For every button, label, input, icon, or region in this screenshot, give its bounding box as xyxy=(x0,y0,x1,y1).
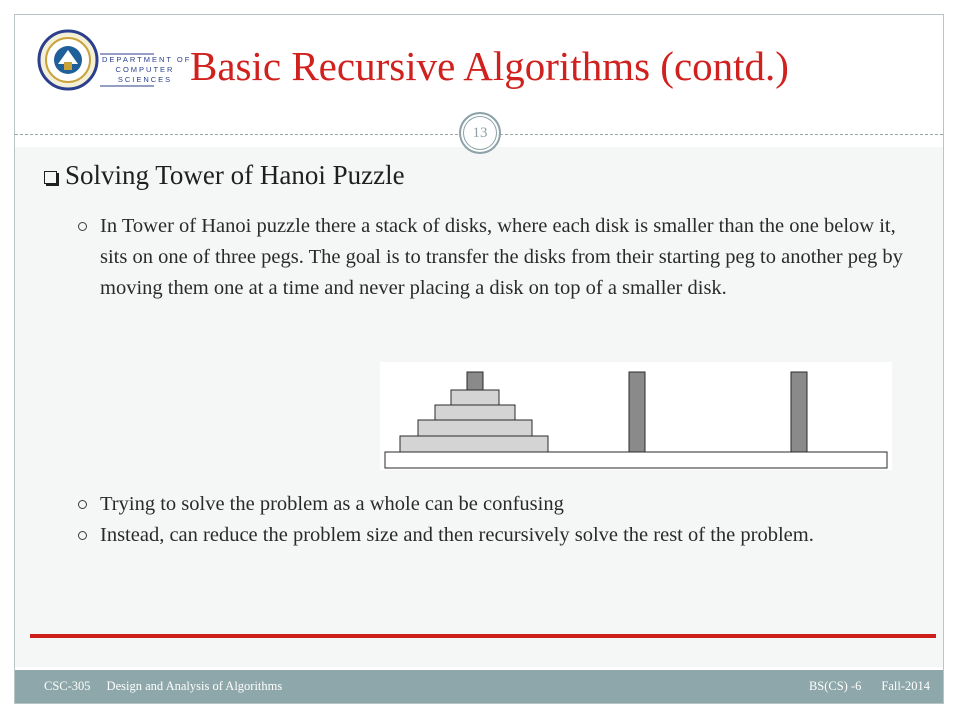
ring-bullet-icon xyxy=(78,531,87,540)
page-number-badge: 13 xyxy=(459,112,501,154)
ring-bullet-icon xyxy=(78,500,87,509)
logo-text-line-3: SCIENCES xyxy=(117,75,173,84)
footer-band xyxy=(15,670,943,703)
peg-left xyxy=(466,371,484,391)
bullet-paragraph-2: Trying to solve the problem as a whole c… xyxy=(78,489,918,520)
bottom-divider xyxy=(30,634,936,638)
checkbox-bullet-icon xyxy=(44,170,57,184)
tower-of-hanoi-diagram xyxy=(380,362,892,470)
base-board xyxy=(384,451,888,469)
course-name: Design and Analysis of Algorithms xyxy=(106,679,283,693)
page-number: 13 xyxy=(472,124,488,141)
term-label: Fall-2014 xyxy=(881,679,930,693)
section-heading-text: Solving Tower of Hanoi Puzzle xyxy=(65,160,405,190)
disk-2 xyxy=(434,404,516,421)
university-logo-icon xyxy=(37,29,154,91)
logo-text-line-2: COMPUTER xyxy=(115,65,175,74)
bullet-text-1: In Tower of Hanoi puzzle there a stack o… xyxy=(100,215,903,299)
slide-title: Basic Recursive Algorithms (contd.) xyxy=(190,43,789,89)
peg-middle xyxy=(628,371,646,453)
disk-3 xyxy=(417,419,533,437)
bullet-paragraph-3: Instead, can reduce the problem size and… xyxy=(78,520,918,551)
logo-text-line-1: DEPARTMENT OF xyxy=(102,55,192,64)
ring-bullet-icon xyxy=(78,222,87,231)
section-heading: Solving Tower of Hanoi Puzzle xyxy=(44,160,405,191)
course-code: CSC-305 xyxy=(44,679,91,693)
footer-left: CSC-305 Design and Analysis of Algorithms xyxy=(44,679,282,694)
department-logo-text: DEPARTMENT OF COMPUTER SCIENCES xyxy=(102,55,192,85)
disk-1 xyxy=(450,389,500,406)
footer-right: BS(CS) -6 Fall-2014 xyxy=(809,679,930,694)
bullet-text-2: Trying to solve the problem as a whole c… xyxy=(100,493,564,515)
peg-right xyxy=(790,371,808,453)
bullet-paragraph-1: In Tower of Hanoi puzzle there a stack o… xyxy=(78,211,908,304)
program-label: BS(CS) -6 xyxy=(808,679,862,693)
bullet-text-3: Instead, can reduce the problem size and… xyxy=(100,524,814,546)
disk-4 xyxy=(399,435,549,453)
